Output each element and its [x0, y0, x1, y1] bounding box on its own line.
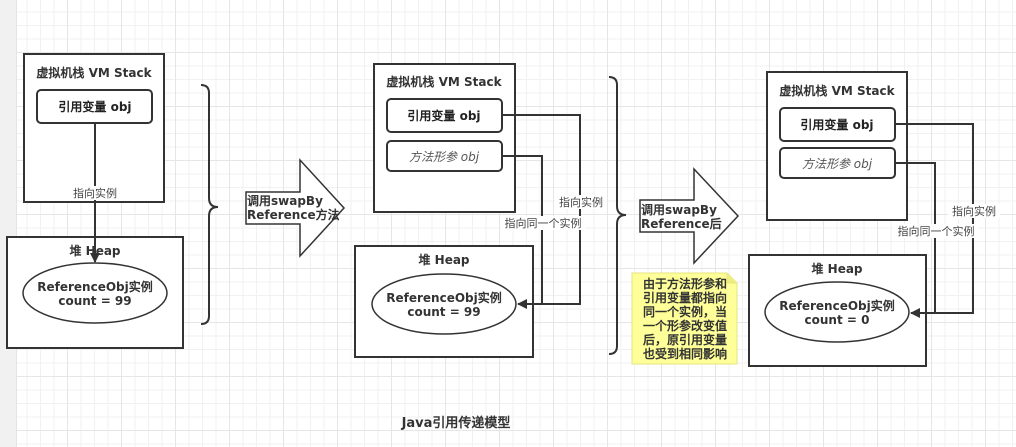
vm-stack-box[interactable] [766, 71, 908, 221]
edge-label: 指向实例 [73, 186, 117, 200]
edge-label-param: 指向同一个实例 [505, 216, 582, 230]
block-arrow-shape [245, 158, 346, 258]
note-line-6: 也受到相同影响 [643, 346, 727, 361]
edge-label-bg [894, 224, 978, 238]
transition-label-line2: Reference方法 [247, 207, 340, 222]
note-line-1: 由于方法形参和 [643, 276, 727, 291]
edge-label-ref: 指向实例 [952, 204, 996, 218]
vm-stack-title: 虚拟机栈 VM Stack [386, 74, 502, 89]
param-edge [895, 162, 936, 313]
edge-label-param: 指向同一个实例 [898, 224, 975, 238]
instance-count: count = 99 [407, 305, 480, 319]
reference-var-label: 引用变量 obj [407, 108, 480, 123]
instance-name: ReferenceObj实例 [37, 279, 153, 294]
brace-2 [608, 76, 627, 355]
reference-var-label: 引用变量 obj [58, 99, 131, 114]
param-edge [502, 155, 543, 304]
heap-title: 堆 Heap [418, 252, 469, 267]
transition-label-line1: 调用swapBy [247, 194, 323, 208]
note-line-5: 后，原引用变量 [643, 332, 727, 347]
instance-count: count = 99 [58, 294, 131, 308]
edge-label-bg [501, 216, 585, 230]
explanation-note[interactable]: 由于方法形参和 引用变量都指向 同一个实例，当 一个形参改变值 后，原引用变量 … [631, 272, 738, 365]
method-param-label: 方法形参 obj [409, 150, 480, 164]
panel-3: 虚拟机栈 VM Stack 引用变量 obj 方法形参 obj 堆 Heap R… [748, 71, 1000, 367]
heap-title: 堆 Heap [811, 261, 862, 276]
vm-stack-title: 虚拟机栈 VM Stack [779, 83, 895, 98]
vm-stack-title: 虚拟机栈 VM Stack [36, 65, 152, 80]
transition-arrow-2: 调用swapBy Reference后 [639, 167, 740, 265]
note-shape [631, 272, 738, 365]
vm-stack-box[interactable] [373, 63, 516, 213]
brace-1 [200, 84, 219, 325]
instance-count: count = 0 [805, 313, 870, 327]
panel-2: 虚拟机栈 VM Stack 引用变量 obj 方法形参 obj 堆 Heap R… [354, 63, 607, 358]
transition-label-line1: 调用swapBy [641, 203, 717, 217]
note-line-4: 一个形参改变值 [643, 318, 727, 333]
block-arrow-shape [639, 167, 740, 265]
instance-ellipse[interactable] [22, 262, 168, 324]
reference-edge [895, 123, 974, 318]
reference-edge [502, 114, 581, 309]
method-param-label: 方法形参 obj [802, 157, 873, 171]
note-fold [726, 273, 737, 284]
diagram-caption: Java引用传递模型 [401, 415, 511, 431]
instance-name: ReferenceObj实例 [386, 290, 502, 305]
note-line-2: 引用变量都指向 [643, 290, 727, 305]
panel-1: 虚拟机栈 VM Stack 引用变量 obj 堆 Heap ReferenceO… [6, 53, 184, 349]
edge-label-bg [555, 195, 607, 209]
instance-ellipse[interactable] [371, 273, 517, 335]
transition-label-line2: Reference后 [641, 216, 722, 231]
instance-name: ReferenceObj实例 [779, 298, 895, 313]
edge-label-ref: 指向实例 [559, 195, 603, 209]
note-line-3: 同一个实例，当 [643, 304, 727, 319]
edge-label-bg [68, 186, 122, 200]
reference-var-label: 引用变量 obj [800, 117, 873, 132]
edge-label-bg [948, 204, 1000, 218]
instance-ellipse[interactable] [764, 281, 910, 343]
transition-arrow-1: 调用swapBy Reference方法 [245, 158, 346, 258]
